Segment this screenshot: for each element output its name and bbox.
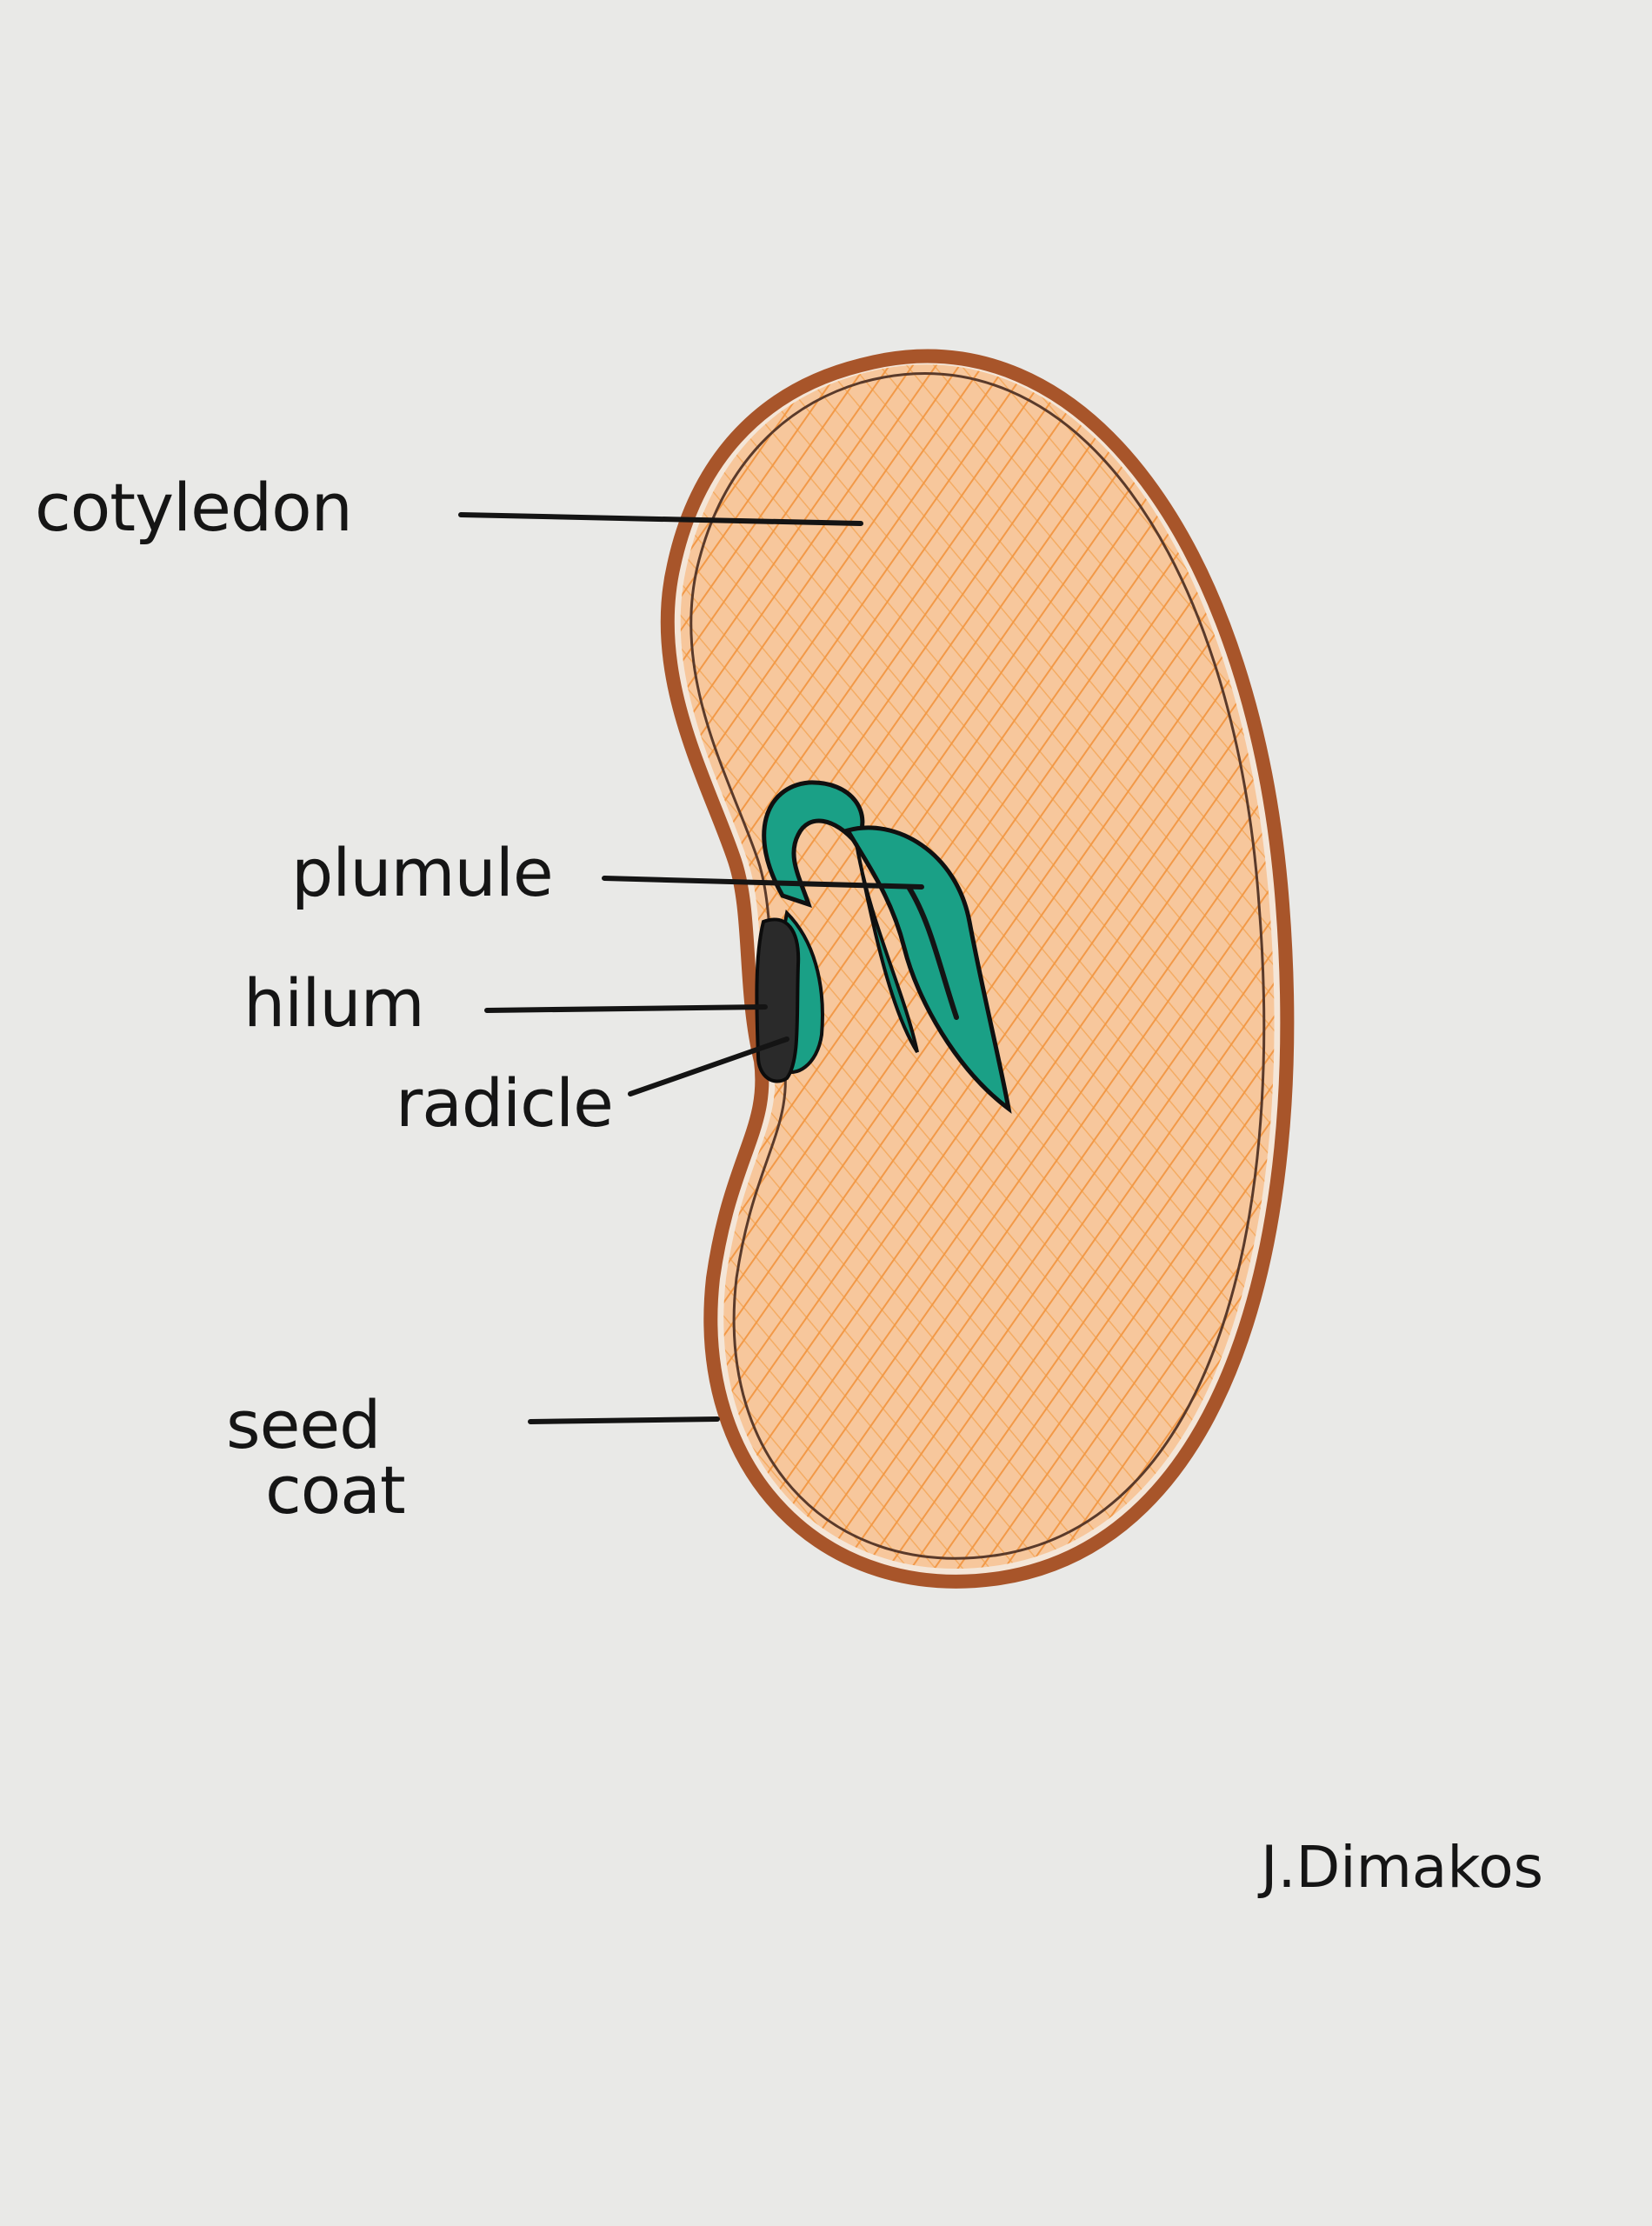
label-plumule: plumule [291, 834, 553, 911]
seed-coat-leader [528, 1416, 720, 1424]
hilum-leader [484, 1004, 768, 1013]
label-cotyledon: cotyledon [35, 469, 352, 546]
label-seed-coat-line2: coat [265, 1451, 405, 1529]
plumule-leader [602, 876, 924, 890]
cotyledon-leader [458, 512, 863, 526]
cotyledon-outline [689, 372, 1266, 1560]
hilum [755, 917, 801, 1083]
signature: J.Dimakos [1257, 1834, 1543, 1901]
label-radicle: radicle [396, 1064, 613, 1142]
radicle-leader [628, 1036, 789, 1096]
label-hilum: hilum [243, 964, 424, 1042]
plumule [762, 780, 1012, 1114]
label-seed-coat-line1: seed [226, 1386, 380, 1463]
